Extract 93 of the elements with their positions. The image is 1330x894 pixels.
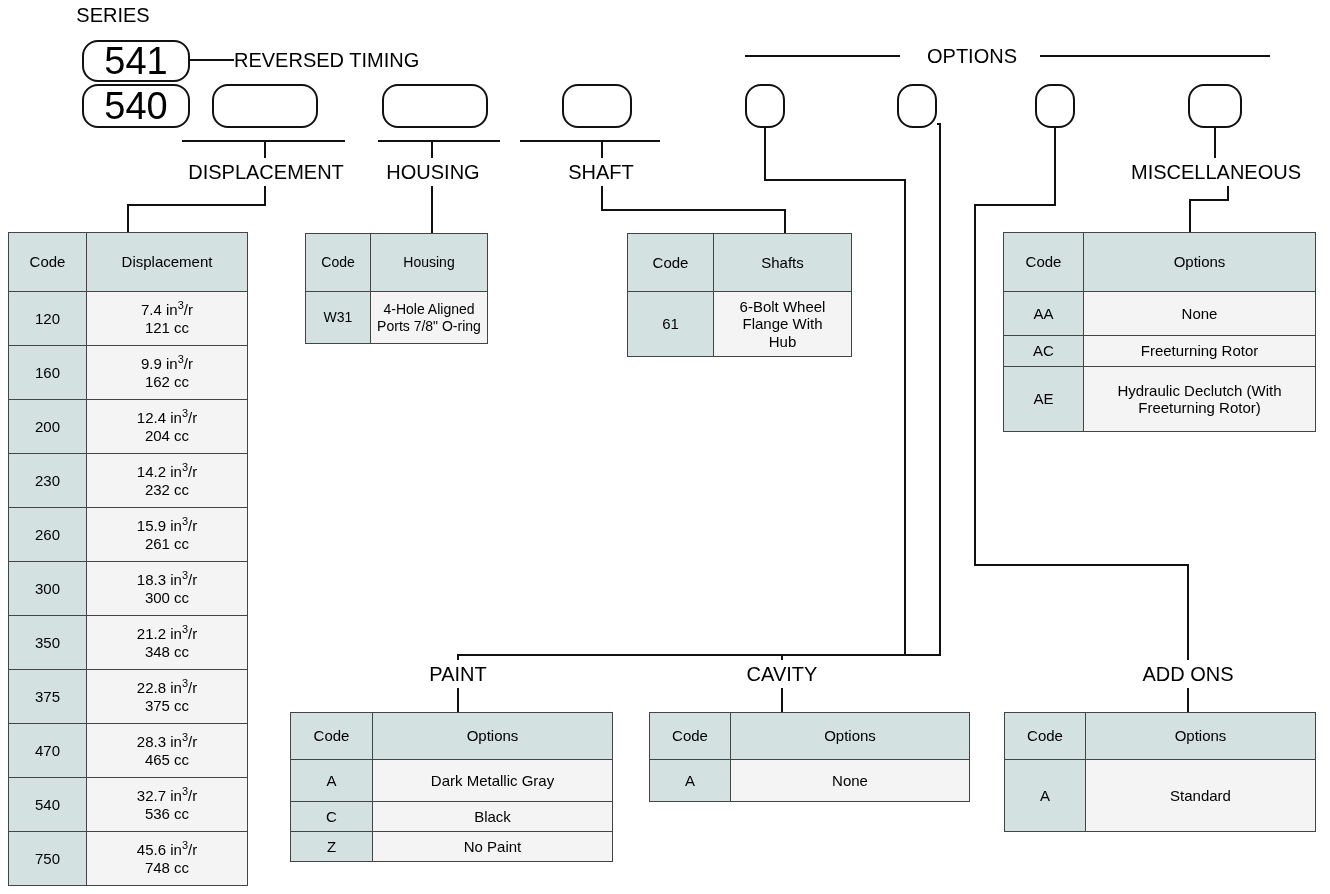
category-label: PAINT (420, 660, 496, 688)
connector-line (457, 127, 906, 661)
connector-line (974, 127, 1189, 661)
code-table (1004, 712, 1316, 832)
code-cell: AE (1004, 367, 1084, 431)
code-slot-box (212, 84, 318, 128)
connector-line (1187, 687, 1189, 713)
description-cell: 7.4 in$^{3}$/r 121 cc (87, 292, 247, 345)
connector-line (431, 185, 433, 234)
code-cell: W31 (306, 292, 371, 343)
description-cell: 28.3 in$^{3}$/r 465 cc (87, 724, 247, 777)
description-cell: 21.2 in$^{3}$/r 348 cc (87, 616, 247, 669)
description-cell: Hydraulic Declutch (With Freeturning Rotor) (1084, 367, 1315, 431)
code-cell: AC (1004, 336, 1084, 366)
header-cell: Code (306, 234, 371, 291)
code-slot-box (562, 84, 632, 128)
header-cell: Options (373, 713, 612, 759)
category-label: CAVITY (742, 660, 822, 688)
category-label: SHAFT (556, 158, 646, 186)
category-label: MISCELLANEOUS (1114, 158, 1318, 186)
header-cell: Options (1086, 713, 1315, 759)
description-cell: 45.6 in$^{3}$/r 748 cc (87, 832, 247, 885)
description-cell: 4-Hole Aligned Ports 7/8" O-ring (371, 292, 487, 343)
code-cell: Z (291, 832, 373, 861)
options-heading: OPTIONS (926, 44, 1018, 68)
code-slot-box (897, 84, 937, 128)
description-cell: 32.7 in$^{3}$/r 536 cc (87, 778, 247, 831)
header-cell: Options (731, 713, 969, 759)
code-cell: 375 (9, 670, 87, 723)
connector-line (1214, 127, 1216, 159)
description-cell: None (731, 760, 969, 801)
header-cell: Shafts (714, 234, 851, 291)
code-cell: 230 (9, 454, 87, 507)
code-table (649, 712, 970, 802)
header-cell: Code (628, 234, 714, 291)
category-label: HOUSING (376, 158, 490, 186)
description-cell: 9.9 in$^{3}$/r 162 cc (87, 346, 247, 399)
description-cell: Freeturning Rotor (1084, 336, 1315, 366)
code-table (8, 232, 248, 886)
code-cell: C (291, 802, 373, 831)
category-label: ADD ONS (1143, 660, 1233, 688)
description-cell: Black (373, 802, 612, 831)
code-slot-box (745, 84, 785, 128)
code-cell: 260 (9, 508, 87, 561)
code-cell: 470 (9, 724, 87, 777)
connector-line (457, 687, 459, 713)
connector-line (781, 687, 783, 713)
code-cell: AA (1004, 292, 1084, 335)
description-cell: 18.3 in$^{3}$/r 300 cc (87, 562, 247, 615)
code-cell: 750 (9, 832, 87, 885)
series-code-box: 541 (82, 40, 190, 82)
description-cell: 12.4 in$^{3}$/r 204 cc (87, 400, 247, 453)
header-cell: Code (1005, 713, 1086, 759)
header-cell: Code (9, 233, 87, 291)
description-cell: 14.2 in$^{3}$/r 232 cc (87, 454, 247, 507)
connector-line (127, 185, 266, 233)
description-cell: No Paint (373, 832, 612, 861)
description-cell: 15.9 in$^{3}$/r 261 cc (87, 508, 247, 561)
connector-line (1189, 185, 1229, 233)
code-cell: A (291, 760, 373, 801)
code-slot-box (382, 84, 488, 128)
category-label: DISPLACEMENT (176, 158, 356, 186)
code-cell: 120 (9, 292, 87, 345)
code-table (290, 712, 613, 862)
header-cell: Options (1084, 233, 1315, 291)
header-cell: Housing (371, 234, 487, 291)
header-cell: Code (650, 713, 731, 759)
category-label: REVERSED TIMING (234, 46, 454, 74)
code-cell: 540 (9, 778, 87, 831)
connector-line (781, 123, 941, 661)
code-table (1003, 232, 1316, 432)
description-cell: 22.8 in$^{3}$/r 375 cc (87, 670, 247, 723)
description-cell: Standard (1086, 760, 1315, 831)
code-table (627, 233, 852, 357)
code-cell: 350 (9, 616, 87, 669)
header-cell: Code (291, 713, 373, 759)
description-cell: Dark Metallic Gray (373, 760, 612, 801)
header-cell: Displacement (87, 233, 247, 291)
code-cell: A (1005, 760, 1086, 831)
series-code-box: 540 (82, 84, 190, 128)
code-slot-box (1188, 84, 1242, 128)
connector-line (189, 59, 235, 61)
description-cell: 6-Bolt Wheel Flange With Hub (714, 292, 851, 356)
code-slot-box (1035, 84, 1075, 128)
code-cell: 61 (628, 292, 714, 356)
header-cell: Code (1004, 233, 1084, 291)
code-cell: 200 (9, 400, 87, 453)
code-cell: A (650, 760, 731, 801)
code-cell: 160 (9, 346, 87, 399)
description-cell: None (1084, 292, 1315, 335)
connector-line (601, 185, 786, 234)
code-table (305, 233, 488, 344)
code-cell: 300 (9, 562, 87, 615)
